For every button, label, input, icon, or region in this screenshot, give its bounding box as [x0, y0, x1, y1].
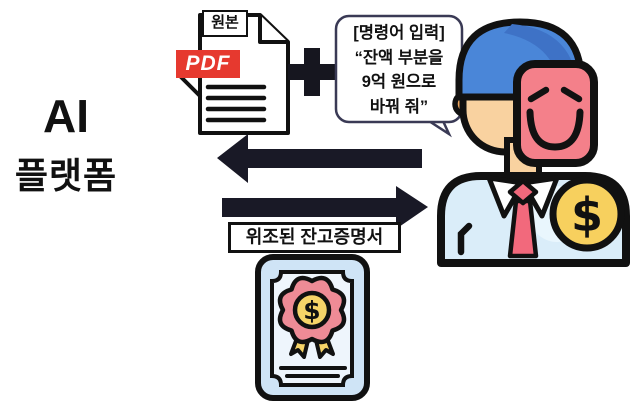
mask-eye-right	[560, 86, 583, 103]
pdf-text-lines	[205, 84, 267, 123]
arm-line	[457, 222, 473, 256]
speech-bubble-line: 바꿔 줘”	[369, 97, 429, 116]
arrow-left-icon	[217, 134, 422, 183]
coin-dollar-sign: $	[571, 188, 603, 242]
certificate-icon: $	[255, 254, 370, 401]
seal-circle	[292, 290, 332, 330]
pdf-page	[198, 13, 290, 135]
pdf-document-icon	[179, 13, 290, 135]
tie-knot	[507, 178, 539, 206]
original-tag: 원본	[202, 10, 248, 37]
plus-icon	[288, 48, 336, 96]
dollar-coin-icon: $	[549, 176, 625, 252]
mask-smile	[526, 108, 584, 151]
speech-bubble-line: [명령어 입력]	[353, 24, 445, 42]
mask-eye-left	[527, 86, 550, 103]
speech-bubble	[334, 14, 464, 138]
speech-bubble-text: [명령어 입력] “잔액 부분을 9억 원으로 바꿔 줘”	[336, 21, 462, 119]
certificate-text-lines	[279, 366, 347, 378]
tie-body	[507, 198, 539, 259]
speech-bubble-line: 9억 원으로	[361, 73, 437, 91]
seal-dollar-sign: $	[303, 296, 320, 325]
pdf-page-fold	[258, 15, 288, 44]
ai-platform-label-line2: 플랫폼	[14, 155, 118, 196]
coin-circle	[549, 176, 625, 252]
pdf-badge-tail	[179, 75, 202, 98]
forged-certificate-label: 위조된 잔고증명서	[228, 222, 401, 253]
pdf-format-badge: PDF	[176, 50, 240, 78]
fraudster-illustration: $	[437, 18, 630, 267]
ai-platform-label-line1: AI	[43, 90, 89, 142]
smiling-mask-icon	[513, 60, 598, 167]
speech-bubble-line: “잔액 부분을	[354, 48, 444, 67]
arrow-right-icon	[222, 186, 428, 229]
